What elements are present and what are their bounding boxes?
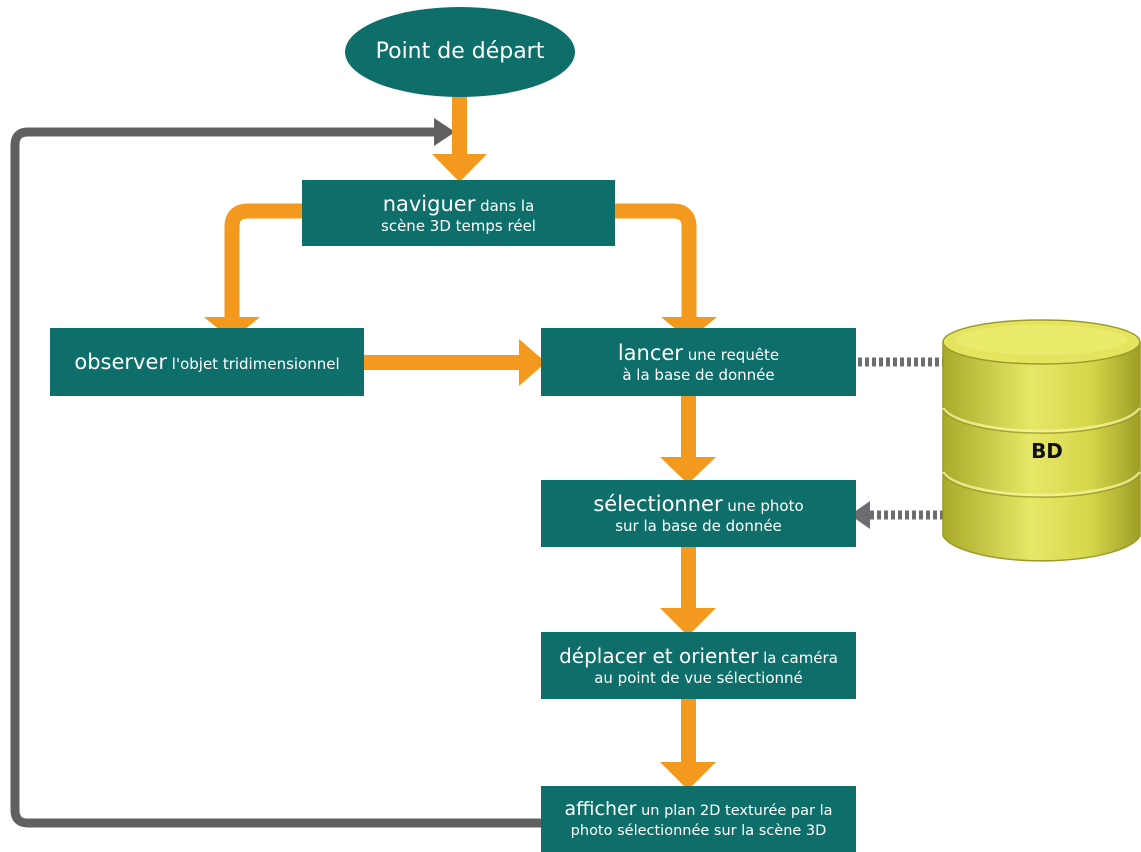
- deplacer-line-1: déplacer et orienter la caméra: [559, 644, 838, 669]
- arrow-selectionner-deplacer-head: [660, 608, 716, 636]
- observer-bold: observer: [74, 349, 168, 374]
- lancer-bold: lancer: [617, 340, 683, 365]
- observer-rest: l'objet tridimensionnel: [167, 354, 340, 373]
- afficher-box: afficher un plan 2D texturée par la phot…: [541, 786, 856, 852]
- lancer-line-2: à la base de donnée: [622, 365, 775, 384]
- selectionner-box: sélectionner une photo sur la base de do…: [541, 480, 856, 547]
- lancer-box: lancer une requête à la base de donnée: [541, 328, 856, 396]
- deplacer-line-2: au point de vue sélectionné: [594, 668, 803, 687]
- observer-box: observer l'objet tridimensionnel: [50, 328, 364, 396]
- arrow-naviguer-observer-line: [224, 203, 315, 322]
- lancer-line-1: lancer une requête: [618, 340, 779, 366]
- start-node: Point de départ: [345, 7, 575, 97]
- deplacer-rest: la caméra: [758, 648, 838, 667]
- arrow-start-naviguer-shaft: [452, 87, 467, 157]
- loop-back-line: [10, 127, 541, 828]
- deplacer-bold: déplacer et orienter: [559, 643, 759, 668]
- naviguer-box: naviguer dans la scène 3D temps réel: [302, 180, 615, 246]
- lancer-rest: une requête: [682, 345, 780, 364]
- arrow-lancer-selectionner-shaft: [681, 392, 696, 460]
- selectionner-bold: sélectionner: [593, 492, 723, 516]
- afficher-line-1: afficher un plan 2D texturée par la: [564, 798, 832, 822]
- arrow-naviguer-lancer-line: [610, 203, 697, 322]
- loop-back-arrowhead: [434, 118, 455, 146]
- dotted-arrow-result-head: [850, 501, 870, 529]
- arrow-selectionner-deplacer-shaft: [681, 543, 696, 611]
- afficher-bold: afficher: [564, 798, 637, 821]
- afficher-line-2: photo sélectionnée sur la scène 3D: [570, 822, 827, 839]
- naviguer-line-2: scène 3D temps réel: [381, 216, 536, 235]
- observer-line-1: observer l'objet tridimensionnel: [74, 349, 339, 375]
- database-cylinder: [941, 319, 1141, 562]
- afficher-rest: un plan 2D texturée par la: [636, 803, 833, 820]
- start-label: Point de départ: [375, 39, 545, 65]
- deplacer-box: déplacer et orienter la caméra au point …: [541, 632, 856, 699]
- arrow-deplacer-afficher-shaft: [681, 695, 696, 765]
- selectionner-line-2: sur la base de donnée: [615, 517, 782, 536]
- naviguer-line-1: naviguer dans la: [383, 191, 535, 217]
- selectionner-rest: une photo: [722, 497, 804, 515]
- arrow-lancer-selectionner-head: [660, 457, 716, 484]
- naviguer-rest: dans la: [475, 196, 535, 215]
- database-label: BD: [1031, 439, 1063, 463]
- selectionner-line-1: sélectionner une photo: [593, 491, 803, 517]
- arrow-start-naviguer-head: [432, 154, 487, 182]
- arrow-observer-lancer-shaft: [364, 355, 524, 370]
- arrow-observer-lancer-head: [519, 339, 546, 386]
- arrow-deplacer-afficher-head: [660, 762, 716, 790]
- naviguer-bold: naviguer: [382, 191, 476, 216]
